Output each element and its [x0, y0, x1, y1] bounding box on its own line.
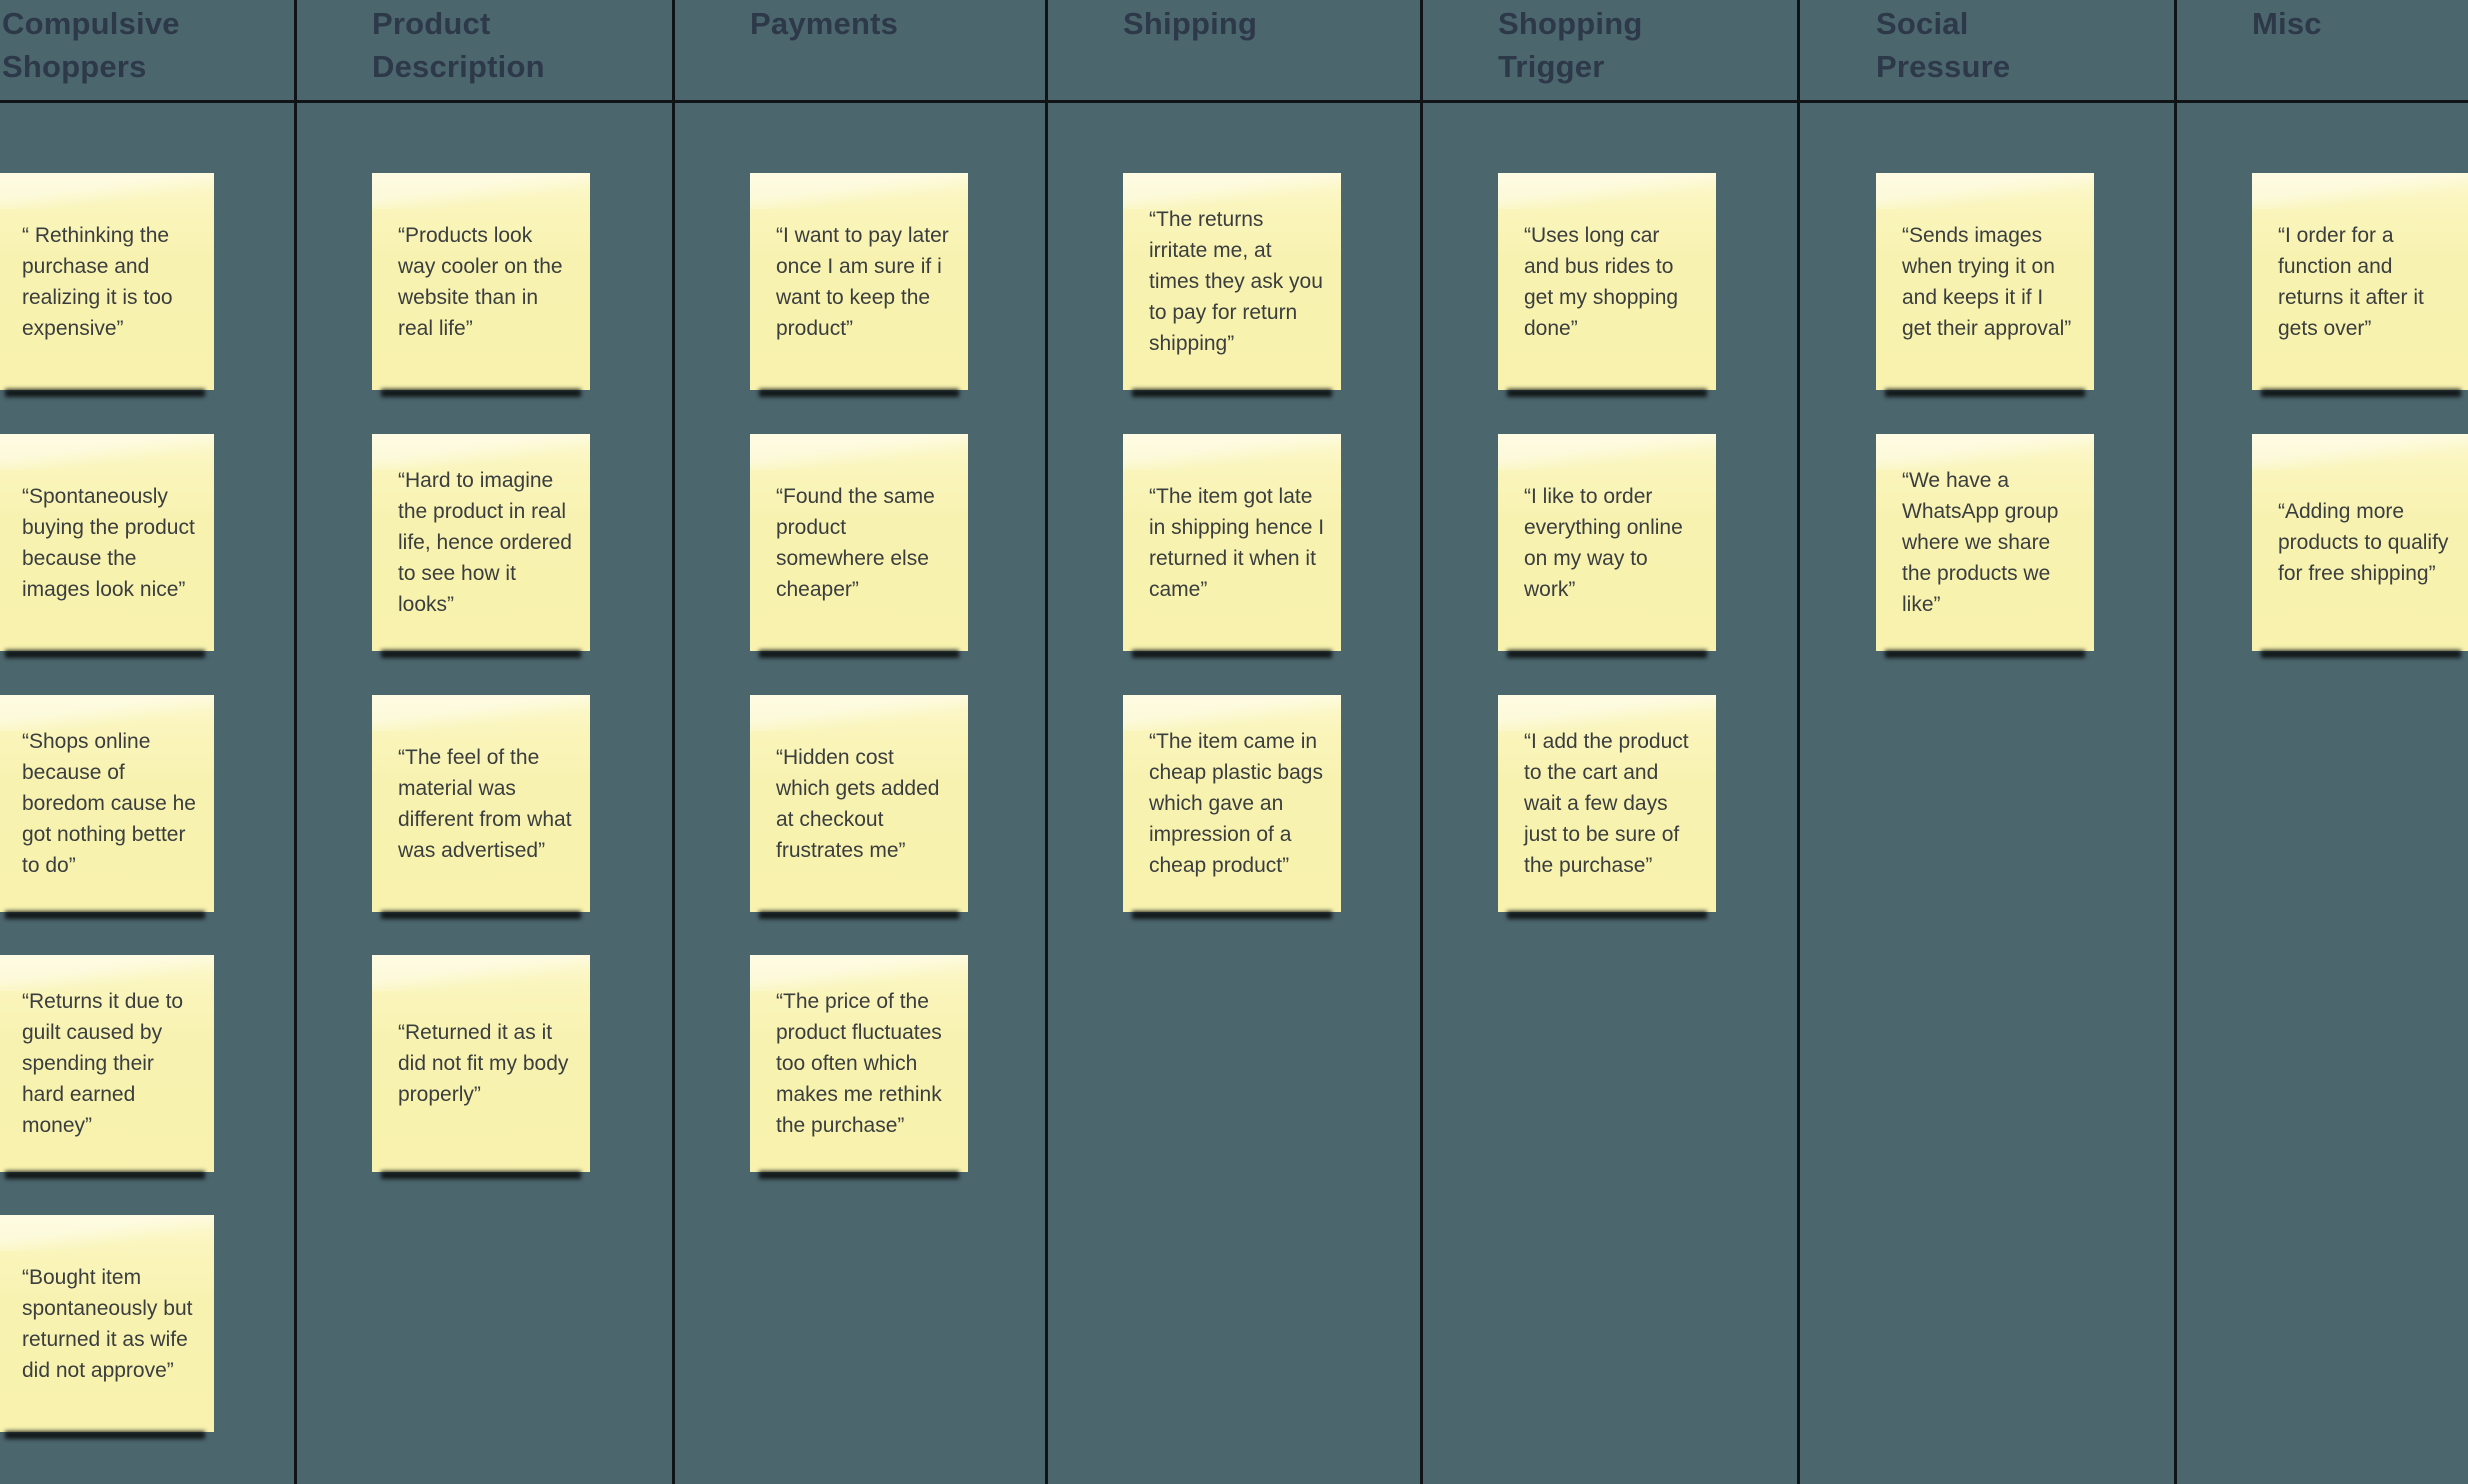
sticky-note-text: “The item got late in shipping hence I r… — [1149, 484, 1325, 601]
sticky-note[interactable]: “Bought item spontaneously but returned … — [0, 1215, 214, 1432]
sticky-note[interactable]: “Hidden cost which gets added at checkou… — [750, 695, 968, 912]
sticky-note[interactable]: “Returns it due to guilt caused by spend… — [0, 955, 214, 1172]
sticky-note-text: “The item came in cheap plastic bags whi… — [1149, 730, 1323, 877]
sticky-note[interactable]: “Hard to imagine the product in real lif… — [372, 434, 590, 651]
sticky-note[interactable]: “Returned it as it did not fit my body p… — [372, 955, 590, 1172]
sticky-note[interactable]: “The item got late in shipping hence I r… — [1123, 434, 1341, 651]
sticky-note-text: “We have a WhatsApp group where we share… — [1902, 469, 2059, 616]
column-header-social-pressure: Social Pressure — [1876, 6, 2011, 84]
sticky-note-text: “Spontaneously buying the product becaus… — [22, 484, 195, 601]
column-header-product-description: Product Description — [372, 6, 545, 84]
column-header-shopping-trigger: Shopping Trigger — [1498, 6, 1643, 84]
sticky-note[interactable]: “Adding more products to qualify for fre… — [2252, 434, 2468, 651]
sticky-note-text: “Returned it as it did not fit my body p… — [398, 1021, 569, 1106]
sticky-note-text: “Sends images when trying it on and keep… — [1902, 223, 2072, 340]
column-divider — [2174, 0, 2177, 1484]
sticky-note[interactable]: “The returns irritate me, at times they … — [1123, 173, 1341, 390]
column-divider — [672, 0, 675, 1484]
sticky-note-text: “The price of the product fluctuates too… — [776, 990, 942, 1137]
sticky-note[interactable]: “I want to pay later once I am sure if i… — [750, 173, 968, 390]
header-underline — [0, 100, 2468, 103]
sticky-note[interactable]: “Found the same product somewhere else c… — [750, 434, 968, 651]
sticky-note-text: “Returns it due to guilt caused by spend… — [22, 990, 184, 1137]
sticky-note-text: “Uses long car and bus rides to get my s… — [1524, 223, 1679, 340]
sticky-note[interactable]: “I like to order everything online on my… — [1498, 434, 1716, 651]
sticky-note[interactable]: “The feel of the material was different … — [372, 695, 590, 912]
sticky-note-text: “I like to order everything online on my… — [1524, 484, 1683, 601]
sticky-note-text: “Bought item spontaneously but returned … — [22, 1265, 193, 1382]
sticky-note-text: “Hard to imagine the product in real lif… — [398, 469, 572, 616]
sticky-note-text: “Products look way cooler on the website… — [398, 223, 563, 340]
sticky-note[interactable]: “The price of the product fluctuates too… — [750, 955, 968, 1172]
sticky-note[interactable]: “I order for a function and returns it a… — [2252, 173, 2468, 390]
column-divider — [294, 0, 297, 1484]
sticky-note[interactable]: “Spontaneously buying the product becaus… — [0, 434, 214, 651]
sticky-note-text: “Shops online because of boredom cause h… — [22, 730, 196, 877]
sticky-note-text: “Found the same product somewhere else c… — [776, 484, 935, 601]
sticky-note-text: “ Rethinking the purchase and realizing … — [22, 223, 173, 340]
column-divider — [1045, 0, 1048, 1484]
sticky-note[interactable]: “ Rethinking the purchase and realizing … — [0, 173, 214, 390]
sticky-note[interactable]: “Sends images when trying it on and keep… — [1876, 173, 2094, 390]
sticky-note-text: “Hidden cost which gets added at checkou… — [776, 745, 940, 862]
column-header-misc: Misc — [2252, 6, 2322, 41]
sticky-note[interactable]: “We have a WhatsApp group where we share… — [1876, 434, 2094, 651]
sticky-note-text: “Adding more products to qualify for fre… — [2278, 500, 2449, 585]
sticky-note[interactable]: “Shops online because of boredom cause h… — [0, 695, 214, 912]
column-header-shipping: Shipping — [1123, 6, 1258, 41]
column-divider — [1420, 0, 1423, 1484]
sticky-note-text: “I add the product to the cart and wait … — [1524, 730, 1689, 877]
sticky-note[interactable]: “Products look way cooler on the website… — [372, 173, 590, 390]
column-header-payments: Payments — [750, 6, 899, 41]
sticky-note-text: “I want to pay later once I am sure if i… — [776, 223, 949, 340]
sticky-note-text: “The returns irritate me, at times they … — [1149, 208, 1323, 355]
sticky-note[interactable]: “The item came in cheap plastic bags whi… — [1123, 695, 1341, 912]
column-header-compulsive-shoppers: Compulsive Shoppers — [2, 6, 180, 84]
column-divider — [1797, 0, 1800, 1484]
sticky-note-text: “The feel of the material was different … — [398, 745, 572, 862]
sticky-note[interactable]: “Uses long car and bus rides to get my s… — [1498, 173, 1716, 390]
sticky-note[interactable]: “I add the product to the cart and wait … — [1498, 695, 1716, 912]
sticky-note-text: “I order for a function and returns it a… — [2278, 223, 2424, 340]
